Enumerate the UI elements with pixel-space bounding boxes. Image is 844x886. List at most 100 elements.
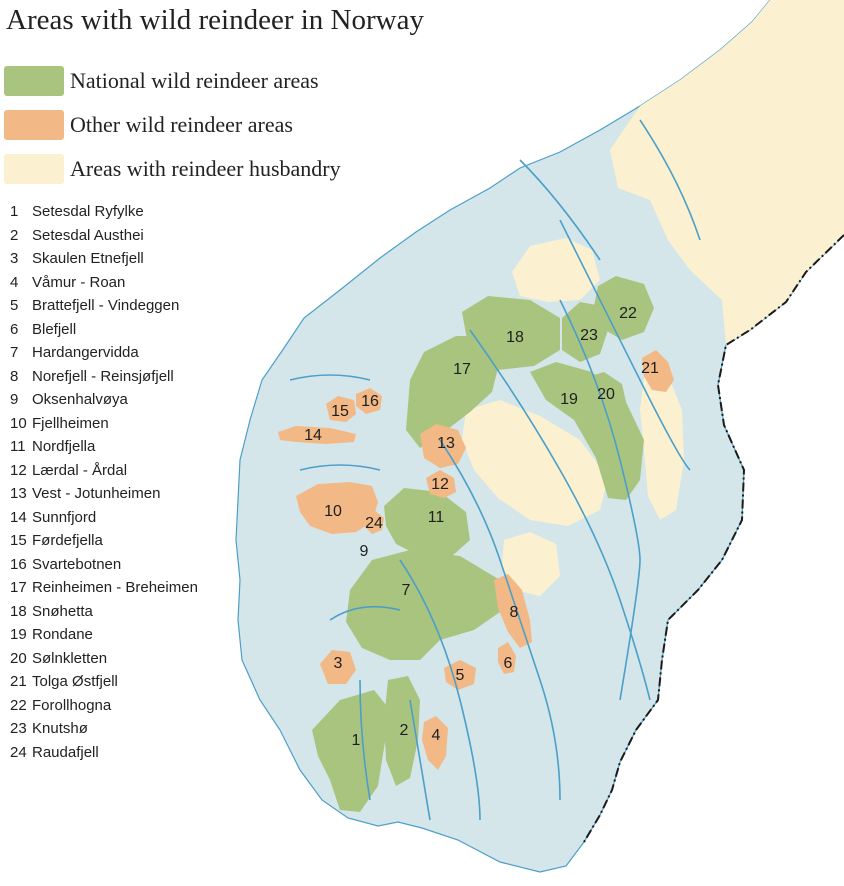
area-index-name: Sunnfjord <box>32 508 97 526</box>
area-index-name: Lærdal - Årdal <box>32 461 128 479</box>
area-index-item: 6 Blefjell <box>10 318 198 342</box>
area-index-number: 11 <box>10 438 26 455</box>
area-index-name: Vest - Jotunheimen <box>32 485 161 502</box>
river <box>639 119 701 241</box>
husbandry-area-jotunheimen-east <box>462 400 608 526</box>
map-area-number: 20 <box>597 386 615 403</box>
river <box>409 699 431 821</box>
area-index-name: Raudafjell <box>32 743 99 761</box>
area-index-number: 1 <box>10 203 19 220</box>
legend-label-other: Other wild reindeer areas <box>70 112 293 137</box>
area-index-number: 3 <box>10 250 19 267</box>
area-index-number: 14 <box>10 508 27 526</box>
area-index-name: Oksenhalvøya <box>32 391 128 408</box>
map-area-number: 12 <box>431 476 449 493</box>
map-area-number: 24 <box>365 515 383 532</box>
area-index-item: 22 Forollhogna <box>10 694 198 718</box>
area-index-item: 18 Snøhetta <box>10 600 198 624</box>
area-index-number: 16 <box>10 555 27 573</box>
rivers-and-lakes <box>289 119 701 821</box>
map-title: Areas with wild reindeer in Norway <box>6 4 424 36</box>
map-area-number: 17 <box>453 361 471 378</box>
map-area-number: 5 <box>456 667 465 684</box>
area-index-name: Blefjell <box>32 320 77 338</box>
husbandry-area-femunden-south <box>640 378 684 520</box>
area-14-sunnfjord <box>278 426 356 444</box>
area-index-number: 6 <box>10 320 19 338</box>
area-index-name: Nordfjella <box>32 438 96 455</box>
area-index-name: Snøhetta <box>32 602 93 620</box>
river <box>469 329 651 701</box>
map-area-number: 10 <box>324 503 342 520</box>
map-area-number: 15 <box>331 403 349 420</box>
area-index-number: 19 <box>10 626 27 643</box>
area-index-number: 4 <box>10 273 19 291</box>
area-index-item: 14 Sunnfjord <box>10 506 198 530</box>
area-index-number: 5 <box>10 297 19 314</box>
river <box>299 464 381 471</box>
map-area-number: 16 <box>361 393 379 410</box>
area-5-brattefjell-vindeggen <box>444 660 476 690</box>
area-index-number: 22 <box>10 696 27 714</box>
husbandry-area-snohetta-north <box>512 238 600 302</box>
area-index-number: 18 <box>10 602 27 620</box>
area-index-name: Forollhogna <box>32 696 112 714</box>
map-area-number: 2 <box>400 722 409 739</box>
area-index-number: 21 <box>10 673 27 690</box>
map-area-number: 11 <box>428 509 445 526</box>
area-18-snohetta <box>462 296 560 370</box>
area-1-setesdal-ryfylke <box>312 690 390 812</box>
area-index-item: 23 Knutshø <box>10 717 198 741</box>
river <box>439 439 561 801</box>
legend-label-national: National wild reindeer areas <box>70 68 319 93</box>
area-index-item: 16 Svartebotnen <box>10 553 198 577</box>
area-index-name: Fjellheimen <box>32 414 109 432</box>
map-area-number: 14 <box>304 427 322 444</box>
area-4-vamur-roan <box>422 716 448 770</box>
area-index-name: Skaulen Etnefjell <box>32 250 144 267</box>
map-area-number: 23 <box>580 327 598 344</box>
map-area-number: 22 <box>619 305 637 322</box>
map-area-number: 19 <box>560 391 578 408</box>
map-area-number: 4 <box>432 727 441 744</box>
area-index-item: 12 Lærdal - Årdal <box>10 459 198 483</box>
legend-swatch-national <box>4 66 64 96</box>
area-index-name: Førdefjella <box>32 532 103 549</box>
map-area-number: 13 <box>437 435 455 452</box>
area-15-fordefjella <box>326 396 356 422</box>
area-6-blefjell <box>498 642 516 674</box>
area-24-raudafjell <box>364 510 384 534</box>
area-index-name: Reinheimen - Breheimen <box>32 579 198 596</box>
area-11-nordfjella <box>384 488 470 556</box>
map-area-number: 8 <box>510 604 519 621</box>
area-16-svartebotnen <box>356 388 382 414</box>
river <box>559 219 691 471</box>
map-area-number: 7 <box>402 582 411 599</box>
area-index-name: Svartebotnen <box>32 555 122 573</box>
legend-swatch-other <box>4 110 64 140</box>
river <box>399 559 481 821</box>
area-index-number: 8 <box>10 367 19 385</box>
legend-swatch-husbandry <box>4 154 64 184</box>
area-index-number: 20 <box>10 649 27 667</box>
area-index-name: Knutshø <box>32 720 88 737</box>
area-index-number: 7 <box>10 344 19 361</box>
area-21-tolga-ostfjell <box>642 350 674 392</box>
area-17-reinheimen-breheimen <box>406 336 500 448</box>
area-index-name: Tolga Østfjell <box>32 673 118 690</box>
river <box>559 299 641 701</box>
area-index-number: 12 <box>10 461 27 479</box>
husbandry-area-valdres <box>502 532 560 596</box>
area-index-number: 23 <box>10 720 27 737</box>
